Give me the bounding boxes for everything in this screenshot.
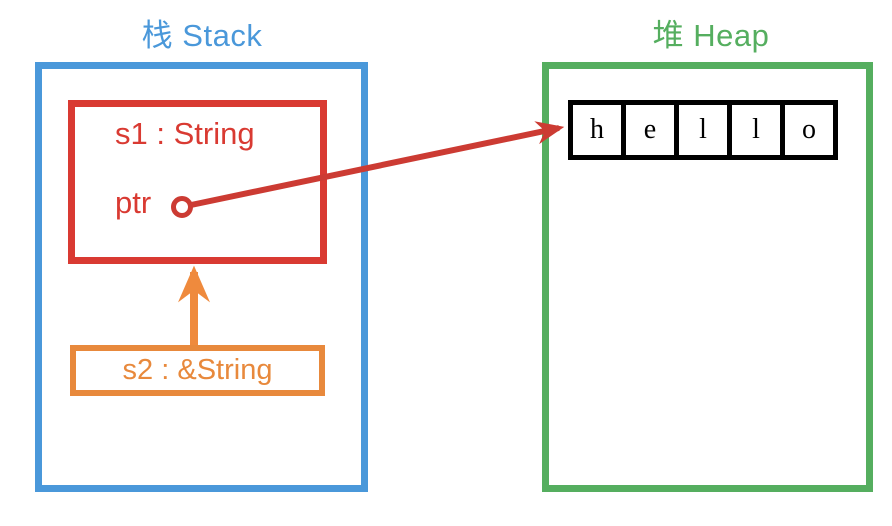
s1-label: s1 : String — [115, 116, 255, 151]
stack-region-box — [35, 62, 368, 492]
heap-region-box — [542, 62, 873, 492]
heap-char-cell: h — [573, 105, 621, 155]
heap-char-cell: o — [785, 105, 833, 155]
heap-char-cell: l — [732, 105, 780, 155]
heap-char-cell: e — [626, 105, 674, 155]
s2-label: s2 : &String — [122, 354, 273, 386]
s1-variable-box: s1 : String ptr — [68, 100, 327, 264]
s2-variable-box: s2 : &String — [70, 345, 325, 396]
stack-title: 栈 Stack — [141, 18, 263, 53]
s1-ptr-field-label: ptr — [115, 185, 152, 220]
heap-title: 堆 Heap — [652, 18, 770, 53]
heap-char-cell: l — [679, 105, 727, 155]
